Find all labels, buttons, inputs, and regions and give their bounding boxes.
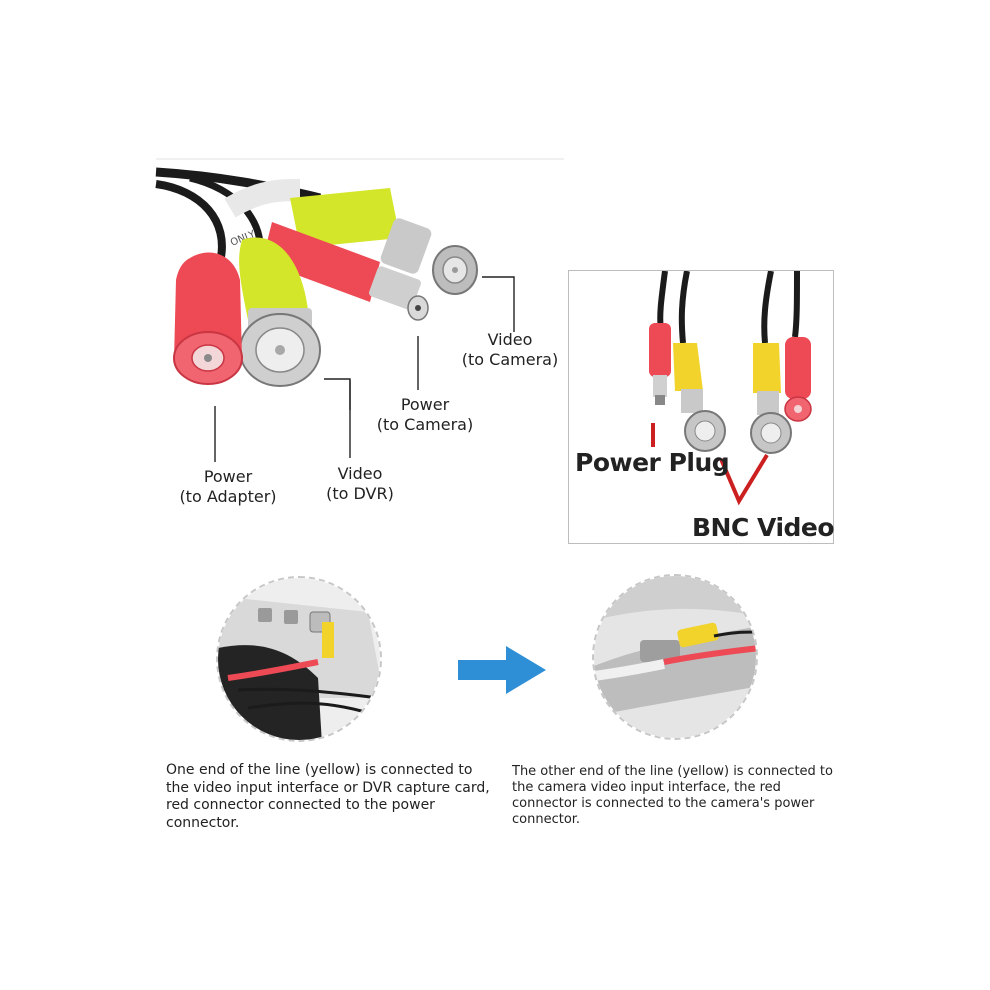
inset-connectors-drawing — [649, 271, 812, 506]
callout-title: Video — [337, 464, 383, 483]
cable-connectors-drawing: ONLY — [155, 158, 564, 410]
callout-title: Power — [400, 395, 450, 414]
callout-subtitle: (to Camera) — [461, 350, 559, 369]
camera-connection-photo — [592, 574, 758, 740]
callout-video-to-dvr: Video (to DVR) — [318, 464, 402, 504]
camera-connection-drawing — [594, 576, 756, 738]
bnc-video-camera-connector — [290, 188, 478, 295]
connector-illustration: ONLY — [150, 150, 570, 410]
bnc-video-indicator — [719, 453, 769, 506]
callout-title: Power — [203, 467, 253, 486]
camera-end-caption: The other end of the line (yellow) is co… — [512, 764, 833, 827]
bnc-video-label: BNC Video — [692, 513, 835, 542]
dvr-end-caption: One end of the line (yellow) is connecte… — [166, 762, 490, 831]
power-plug-camera-connector — [262, 222, 429, 321]
power-plug-label: Power Plug — [575, 448, 730, 477]
leader-lines-lower — [214, 380, 351, 462]
callout-power-to-camera: Power (to Camera) — [370, 395, 480, 435]
dvr-connection-drawing — [218, 578, 380, 740]
direction-arrow-icon — [458, 646, 546, 694]
callout-subtitle: (to DVR) — [326, 484, 394, 503]
connector-inset-photo — [568, 270, 834, 544]
inset-power-socket — [785, 337, 811, 399]
leader-video-camera — [482, 276, 515, 332]
power-socket-adapter-connector — [173, 252, 243, 385]
inset-bnc-right — [753, 343, 781, 393]
callout-video-to-camera: Video (to Camera) — [456, 330, 564, 370]
inset-power-plug — [649, 323, 671, 377]
black-cable — [155, 167, 322, 203]
callout-subtitle: (to Adapter) — [179, 487, 277, 506]
inset-bnc-left — [673, 343, 703, 391]
callout-power-to-adapter: Power (to Adapter) — [172, 467, 284, 507]
bnc-video-dvr-connector — [239, 237, 321, 387]
callout-title: Video — [487, 330, 533, 349]
leader-video-dvr — [324, 378, 351, 410]
dvr-connection-photo — [216, 576, 382, 742]
black-cable-2 — [155, 180, 226, 263]
callout-subtitle: (to Camera) — [376, 415, 474, 434]
